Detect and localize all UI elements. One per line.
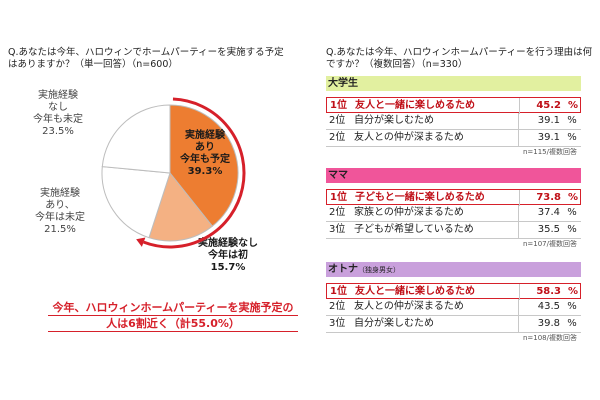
rank-cell: 2位 bbox=[329, 115, 346, 126]
table-row: 2位家族との仲が深まるため 37.4% bbox=[326, 205, 581, 222]
rank-cell: 2位 bbox=[329, 132, 346, 143]
unit-cell: % bbox=[567, 301, 577, 312]
section-title-sub: （独身男女） bbox=[358, 266, 400, 274]
conclusion-text: 今年、ハロウィンホームパーティーを実施予定の 人は6割近く（計55.0%） bbox=[48, 300, 298, 332]
section-title-text: オトナ bbox=[328, 264, 358, 275]
value-cell: 45.2 bbox=[519, 98, 565, 114]
unit-cell: % bbox=[567, 115, 577, 126]
rank-cell: 3位 bbox=[329, 224, 346, 235]
reason-cell: 友人との仲が深まるため bbox=[354, 301, 464, 312]
reason-cell: 友人と一緒に楽しめるため bbox=[355, 286, 475, 297]
value-cell: 73.8 bbox=[519, 190, 565, 206]
table-row: 1位子どもと一緒に楽しめるため 73.8% bbox=[326, 189, 581, 206]
reason-cell: 子どもが希望しているため bbox=[354, 224, 474, 235]
sample-note: n=108/複数回答 bbox=[522, 334, 577, 342]
rank-cell: 2位 bbox=[329, 207, 346, 218]
rank-cell: 1位 bbox=[330, 286, 347, 297]
conclusion-line-2: 人は6割近く（計55.0%） bbox=[48, 316, 298, 332]
right-question: Q.あなたは今年、ハロウィンホームパーティーを行う理由は何ですか？（複数回答）（… bbox=[326, 47, 593, 70]
left-question: Q.あなたは今年、ハロウィンでホームパーティーを実施する予定はありますか？（単一… bbox=[8, 47, 284, 70]
reason-cell: 家族との仲が深まるため bbox=[354, 207, 464, 218]
rank-cell: 1位 bbox=[330, 100, 347, 111]
unit-cell: % bbox=[567, 132, 577, 143]
unit-cell: % bbox=[567, 286, 579, 297]
section-title: オトナ（独身男女） bbox=[326, 262, 581, 277]
slice-exp-undecided bbox=[101, 166, 171, 239]
rank-cell: 2位 bbox=[329, 301, 346, 312]
arrow-head bbox=[136, 237, 146, 247]
section-title: 大学生 bbox=[326, 76, 581, 91]
unit-cell: % bbox=[567, 207, 577, 218]
section-title: ママ bbox=[326, 168, 581, 183]
reason-cell: 子どもと一緒に楽しめるため bbox=[355, 192, 485, 203]
rank-cell: 1位 bbox=[330, 192, 347, 203]
value-cell: 58.3 bbox=[519, 284, 565, 300]
slice-noexp-undecided bbox=[101, 104, 171, 174]
table-row: 2位自分が楽しむため 39.1% bbox=[326, 113, 581, 130]
rank-cell: 3位 bbox=[329, 318, 346, 329]
value-cell: 39.1 bbox=[518, 130, 564, 146]
table-row: 2位友人との仲が深まるため 39.1% bbox=[326, 130, 581, 147]
value-cell: 35.5 bbox=[518, 222, 564, 238]
reason-cell: 友人と一緒に楽しめるため bbox=[355, 100, 475, 111]
table-row: 3位自分が楽しむため 39.8% bbox=[326, 316, 581, 333]
table-row: 1位友人と一緒に楽しめるため 58.3% bbox=[326, 283, 581, 300]
reason-cell: 自分が楽しむため bbox=[354, 115, 434, 126]
reason-cell: 自分が楽しむため bbox=[354, 318, 434, 329]
value-cell: 39.1 bbox=[518, 113, 564, 129]
unit-cell: % bbox=[567, 224, 577, 235]
conclusion-line-1: 今年、ハロウィンホームパーティーを実施予定の bbox=[48, 300, 298, 316]
table-row: 2位友人との仲が深まるため 43.5% bbox=[326, 299, 581, 316]
slice-plan-again bbox=[169, 104, 239, 227]
unit-cell: % bbox=[567, 318, 577, 329]
unit-cell: % bbox=[567, 192, 579, 203]
arrow-arc bbox=[143, 97, 246, 249]
table-row: 1位友人と一緒に楽しめるため 45.2% bbox=[326, 97, 581, 114]
section-title-text: ママ bbox=[328, 170, 348, 181]
table-row: 3位子どもが希望しているため 35.5% bbox=[326, 222, 581, 239]
section-title-text: 大学生 bbox=[328, 78, 358, 89]
value-cell: 37.4 bbox=[518, 205, 564, 221]
value-cell: 39.8 bbox=[518, 316, 564, 332]
sample-note: n=107/複数回答 bbox=[522, 240, 577, 248]
sample-note: n=115/複数回答 bbox=[522, 148, 577, 156]
reason-cell: 友人との仲が深まるため bbox=[354, 132, 464, 143]
value-cell: 43.5 bbox=[518, 299, 564, 315]
section-mama: ママ 1位子どもと一緒に楽しめるため 73.8% 2位家族との仲が深まるため 37.4%… bbox=[326, 168, 581, 250]
unit-cell: % bbox=[567, 100, 579, 111]
